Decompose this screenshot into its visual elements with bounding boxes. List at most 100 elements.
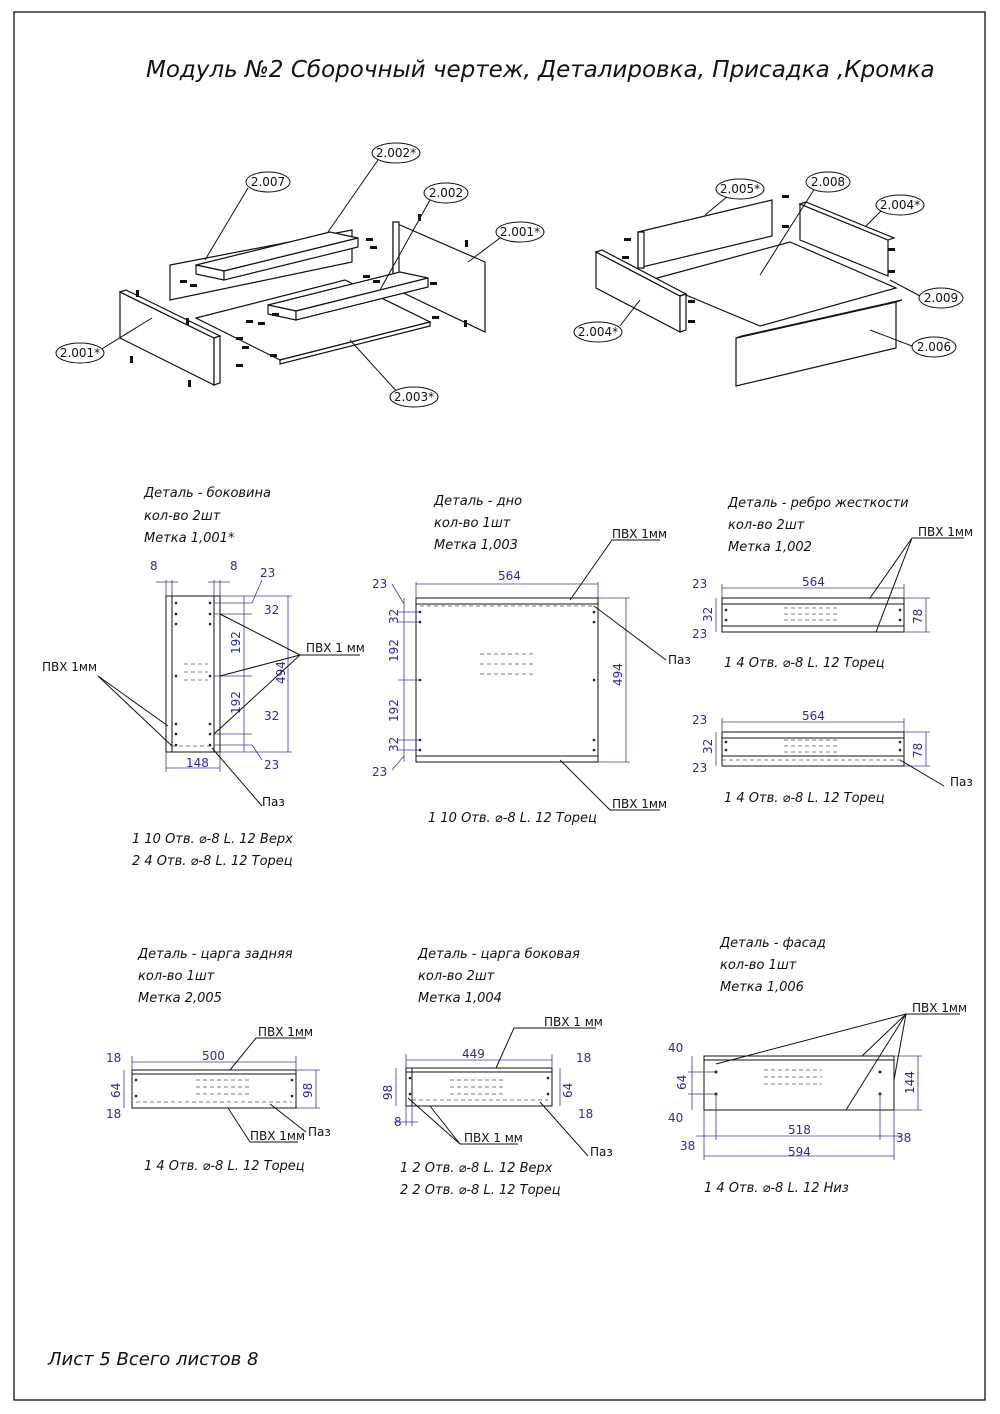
svg-text:8: 8	[394, 1115, 402, 1129]
svg-text:23: 23	[372, 577, 387, 591]
svg-text:2.001*: 2.001*	[500, 225, 540, 239]
svg-text:2.004*: 2.004*	[578, 325, 618, 339]
svg-text:23: 23	[692, 627, 707, 641]
part-side: Деталь - боковина кол-во 2шт Метка 1,001…	[42, 486, 365, 869]
label-2-005-star: 2.005*	[715, 178, 765, 200]
svg-text:98: 98	[381, 1085, 395, 1100]
svg-text:Паз: Паз	[590, 1145, 613, 1159]
svg-text:кол-во 1шт: кол-во 1шт	[434, 516, 511, 531]
label-2-006: 2.006	[911, 336, 957, 358]
svg-text:1 4 Отв. ⌀-8 L. 12 Торец: 1 4 Отв. ⌀-8 L. 12 Торец	[724, 791, 885, 806]
svg-text:148: 148	[186, 756, 209, 770]
label-2-004-star-right: 2.004*	[875, 194, 925, 216]
svg-text:ПВХ 1 мм: ПВХ 1 мм	[544, 1015, 603, 1029]
svg-text:1 4 Отв. ⌀-8 L. 12 Торец: 1 4 Отв. ⌀-8 L. 12 Торец	[724, 656, 885, 671]
label-2-007: 2.007	[245, 171, 291, 193]
svg-text:ПВХ 1мм: ПВХ 1мм	[612, 527, 667, 541]
part-facade: Деталь - фасад кол-во 1шт Метка 1,006 40…	[668, 936, 967, 1196]
svg-text:40: 40	[668, 1041, 683, 1055]
svg-text:18: 18	[576, 1051, 591, 1065]
assembly-left: 2.002* 2.007 2.002 2.001* 2.001* 2.003*	[55, 142, 545, 408]
svg-text:78: 78	[911, 743, 925, 758]
svg-text:2.006: 2.006	[917, 340, 951, 354]
part-back: Деталь - царга задняя кол-во 1шт Метка 2…	[106, 947, 331, 1174]
svg-text:2.004*: 2.004*	[880, 198, 920, 212]
svg-text:23: 23	[692, 577, 707, 591]
label-2-008: 2.008	[805, 171, 851, 193]
svg-text:494: 494	[611, 663, 625, 686]
page-title: Модуль №2 Сборочный чертеж, Деталировка,…	[146, 57, 935, 83]
svg-text:1 4 Отв. ⌀-8 L. 12 Низ: 1 4 Отв. ⌀-8 L. 12 Низ	[704, 1181, 849, 1196]
svg-text:192: 192	[229, 691, 243, 714]
svg-text:кол-во 1шт: кол-во 1шт	[720, 958, 797, 973]
svg-text:2.003*: 2.003*	[394, 390, 434, 404]
svg-text:144: 144	[903, 1071, 917, 1094]
svg-text:2 4 Отв. ⌀-8 L. 12 Торец: 2 4 Отв. ⌀-8 L. 12 Торец	[132, 854, 293, 869]
svg-text:98: 98	[301, 1083, 315, 1098]
svg-text:23: 23	[264, 758, 279, 772]
svg-text:500: 500	[202, 1049, 225, 1063]
svg-text:40: 40	[668, 1111, 683, 1125]
svg-text:кол-во 2шт: кол-во 2шт	[728, 518, 805, 533]
svg-text:594: 594	[788, 1145, 811, 1159]
svg-text:23: 23	[372, 765, 387, 779]
assembly-right: 2.005* 2.008 2.004* 2.009 2.004* 2.006	[573, 171, 964, 387]
dowel-pegs-left	[130, 214, 468, 387]
svg-text:Деталь - ребро жесткости: Деталь - ребро жесткости	[727, 496, 909, 511]
svg-text:18: 18	[578, 1107, 593, 1121]
svg-text:Деталь - царга задняя: Деталь - царга задняя	[137, 947, 293, 962]
svg-text:564: 564	[498, 569, 521, 583]
svg-text:Метка 1,006: Метка 1,006	[720, 980, 804, 995]
svg-text:32: 32	[701, 607, 715, 622]
svg-text:564: 564	[802, 709, 825, 723]
svg-text:Метка 1,004: Метка 1,004	[418, 991, 502, 1006]
svg-text:23: 23	[692, 713, 707, 727]
svg-text:192: 192	[387, 639, 401, 662]
svg-text:449: 449	[462, 1047, 485, 1061]
svg-text:64: 64	[675, 1075, 689, 1090]
svg-text:23: 23	[260, 566, 275, 580]
svg-text:Метка 2,005: Метка 2,005	[138, 991, 222, 1006]
svg-text:32: 32	[701, 739, 715, 754]
svg-text:Паз: Паз	[668, 653, 691, 667]
side-name: Деталь - боковина	[143, 486, 271, 501]
svg-text:2.005*: 2.005*	[720, 182, 760, 196]
svg-text:Паз: Паз	[308, 1125, 331, 1139]
svg-text:Паз: Паз	[950, 775, 973, 789]
svg-text:Деталь - царга боковая: Деталь - царга боковая	[417, 947, 580, 962]
side-mark: Метка 1,001*	[144, 531, 235, 546]
svg-text:8: 8	[230, 559, 238, 573]
svg-text:518: 518	[788, 1123, 811, 1137]
label-2-009: 2.009	[918, 287, 964, 309]
svg-text:2.002*: 2.002*	[376, 146, 416, 160]
svg-text:38: 38	[896, 1131, 911, 1145]
svg-text:32: 32	[387, 609, 401, 624]
svg-text:1 4 Отв. ⌀-8 L. 12 Торец: 1 4 Отв. ⌀-8 L. 12 Торец	[144, 1159, 305, 1174]
svg-text:кол-во 2шт: кол-во 2шт	[418, 969, 495, 984]
svg-text:32: 32	[264, 709, 279, 723]
sheet-frame	[13, 11, 986, 1401]
svg-text:Деталь - фасад: Деталь - фасад	[719, 936, 826, 951]
sheet-number: Лист 5 Всего листов 8	[47, 1349, 258, 1370]
svg-text:192: 192	[229, 631, 243, 654]
svg-text:78: 78	[911, 609, 925, 624]
svg-text:Паз: Паз	[262, 795, 285, 809]
svg-text:1 10 Отв. ⌀-8 L. 12 Торец: 1 10 Отв. ⌀-8 L. 12 Торец	[428, 811, 597, 826]
svg-text:32: 32	[387, 737, 401, 752]
label-2-004-star-left: 2.004*	[573, 321, 623, 343]
svg-text:32: 32	[264, 603, 279, 617]
svg-text:ПВХ 1мм: ПВХ 1мм	[612, 797, 667, 811]
part-sidewall: Деталь - царга боковая кол-во 2шт Метка …	[381, 947, 613, 1198]
svg-text:2 2 Отв. ⌀-8 L. 12 Торец: 2 2 Отв. ⌀-8 L. 12 Торец	[400, 1183, 561, 1198]
svg-text:23: 23	[692, 761, 707, 775]
label-2-002: 2.002	[423, 182, 469, 204]
svg-text:1 10 Отв. ⌀-8 L. 12 Верх: 1 10 Отв. ⌀-8 L. 12 Верх	[132, 832, 293, 847]
svg-text:кол-во 1шт: кол-во 1шт	[138, 969, 215, 984]
svg-text:64: 64	[561, 1083, 575, 1098]
svg-text:ПВХ 1мм: ПВХ 1мм	[912, 1001, 967, 1015]
part-bottom: Деталь - дно кол-во 1шт Метка 1,003 564 …	[372, 494, 691, 826]
svg-text:Метка 1,002: Метка 1,002	[728, 540, 812, 555]
svg-text:Деталь - дно: Деталь - дно	[433, 494, 522, 509]
label-2-001-star-left: 2.001*	[55, 342, 105, 364]
